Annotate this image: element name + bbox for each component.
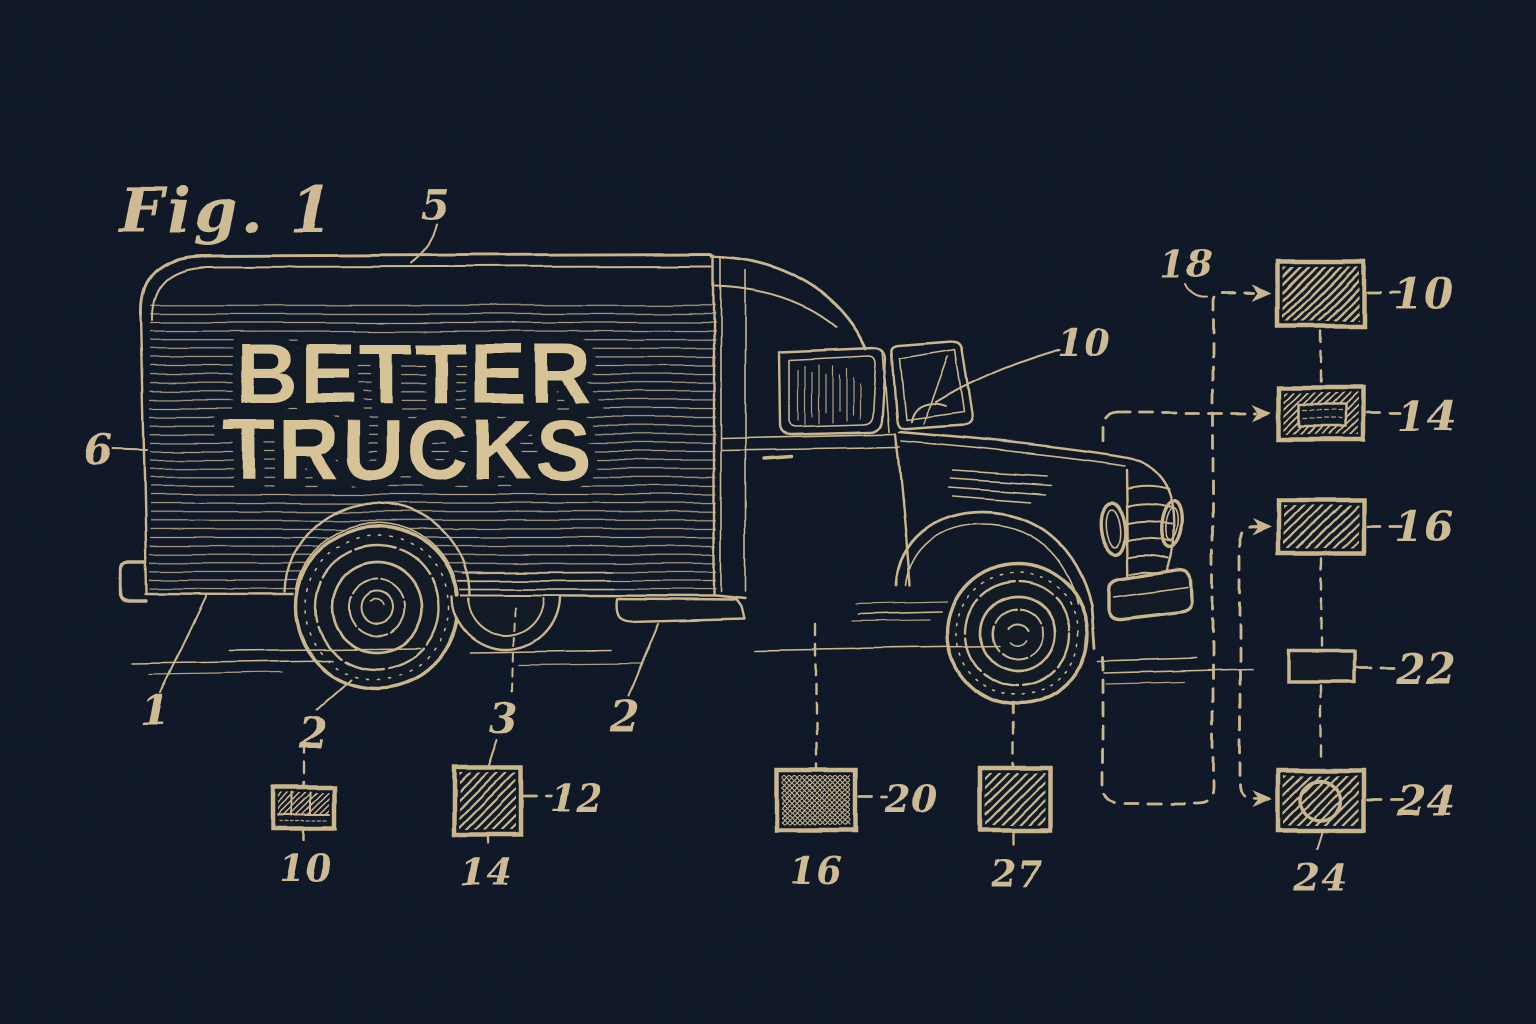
patent-truck-diagram: BETTER TRUCKS <box>0 0 1536 1024</box>
patent-blueprint-page: BETTER TRUCKS <box>0 0 1536 1024</box>
paper-grain-overlay <box>0 0 1536 1024</box>
